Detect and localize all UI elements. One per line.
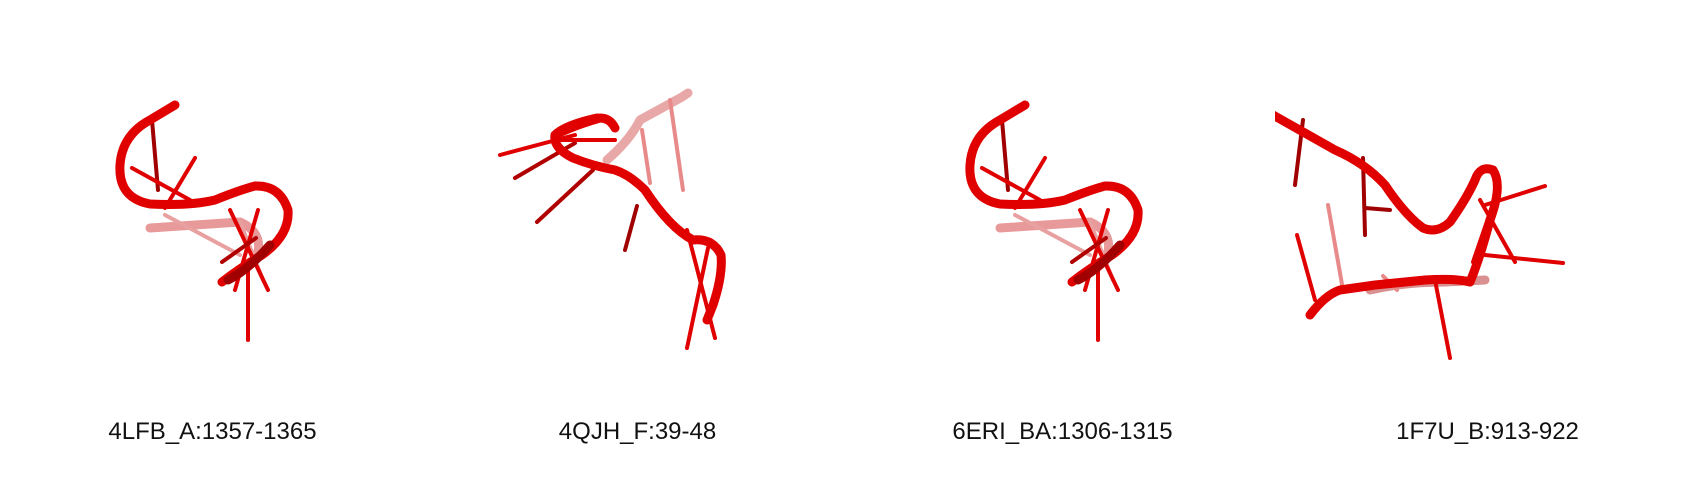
rna-structure-render-4: [1275, 110, 1565, 360]
structure-label-2: 4QJH_F:39-48: [558, 418, 717, 445]
structure-label-1: 4LFB_A:1357-1365: [108, 418, 317, 445]
structure-label-3: 6ERI_BA:1306-1315: [952, 418, 1173, 445]
structure-panel-4: 1F7U_B:913-922: [1275, 0, 1700, 480]
rna-structure-render-3: [965, 100, 1143, 342]
structure-panel-2: 4QJH_F:39-48: [425, 0, 850, 480]
rna-structure-render-2: [498, 88, 726, 350]
rna-structure-render-1: [115, 100, 293, 342]
structure-label-4: 1F7U_B:913-922: [1396, 418, 1579, 445]
structure-panel-1: 4LFB_A:1357-1365: [0, 0, 425, 480]
structure-panel-3: 6ERI_BA:1306-1315: [850, 0, 1275, 480]
